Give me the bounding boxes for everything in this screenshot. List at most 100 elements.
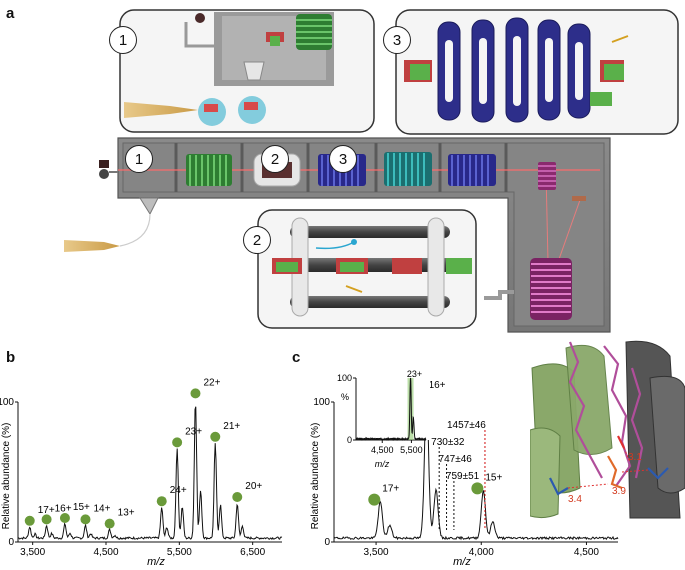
i-y-tick-label: 100 [337, 373, 352, 383]
b-x-tick-label: 3,500 [20, 547, 45, 558]
b-axes: 3,500 4,500 5,500 6,500 0 100 [0, 397, 282, 558]
c-charge-state-label: 16+ [429, 380, 446, 391]
mass-spectrum-c: 3,500 4,000 4,500 0 100 1457±46 730±32 747±46 7… [310, 370, 619, 568]
i-y-tick-label: 0 [347, 435, 352, 445]
b-protein-glyph [156, 496, 167, 507]
step-marker-3: 3 [329, 145, 357, 173]
c-annotations: 1457±46 730±32 747±46 759±51 [431, 420, 486, 530]
c-y-tick-label: 0 [324, 537, 330, 548]
c-x-tick-label: 4,000 [469, 547, 494, 558]
inset-axes: 4,500 5,500 0 100 [337, 373, 426, 455]
b-x-tick-label: 5,500 [167, 547, 192, 558]
b-y-tick-label: 100 [0, 397, 14, 408]
b-peak-marker [172, 437, 183, 448]
b-charge-state-label: 23+ [185, 426, 202, 437]
b-peak-marker [24, 515, 35, 526]
b-protein-glyph [24, 515, 35, 526]
b-spectrum-trace [17, 406, 283, 541]
step-marker-2-callout: 2 [243, 226, 271, 254]
b-protein-glyph [41, 514, 52, 525]
b-peak-marker [232, 492, 243, 502]
teal-ion-guide [384, 152, 432, 186]
b-peak-labels: 17+16+15+14+ 13+ 24+ 23+ 22+ 21+ 20+ [24, 377, 262, 529]
magenta-detector-stack [530, 258, 572, 320]
c-charge-state-label: 15+ [485, 472, 502, 483]
b-protein-glyph [190, 388, 201, 399]
b-protein-glyph [210, 431, 221, 442]
c-y-axis-label: Relative abundance (%) [310, 423, 321, 530]
b-peak-marker [210, 431, 221, 442]
b-charge-state-label: 21+ [223, 421, 240, 432]
b-x-tick-label: 4,500 [93, 547, 118, 558]
c-inset-spectrum: 4,500 5,500 0 100 23+ % m/z [337, 370, 430, 469]
b-x-axis-label: m/z [147, 556, 165, 568]
c-spectrum-trace [333, 401, 619, 541]
green-ion-guide [186, 154, 232, 186]
i-x-tick-label: 5,500 [400, 445, 423, 455]
distance-label-1: 3.4 [568, 494, 582, 505]
b-protein-glyph [232, 492, 243, 502]
c-y-tick-label: 100 [313, 397, 330, 408]
distance-label-3: 3.1 [628, 452, 642, 463]
c-mass-annotation: 759±51 [446, 471, 480, 482]
callout-ion-activation [257, 209, 477, 329]
panel-label-b: b [6, 349, 16, 366]
b-protein-glyph [172, 437, 183, 448]
b-charge-state-label: 16+ [55, 503, 72, 514]
blue-ion-guide-2 [448, 154, 496, 186]
mass-spectrum-b: 3,500 4,500 5,500 6,500 0 100 17+16+15+14+ 13+… [0, 377, 283, 568]
c-x-axis-label: m/z [453, 556, 471, 568]
step-marker-2: 2 [261, 145, 289, 173]
panel-label-a: a [6, 5, 15, 22]
inset-selection-band [407, 378, 414, 440]
c-protein-glyph [471, 482, 484, 495]
b-charge-state-label: 15+ [73, 502, 90, 513]
protein-structure: 3.4 3.9 3.1 [530, 338, 685, 520]
step-marker-1: 1 [125, 145, 153, 173]
b-charge-state-label: 13+ [118, 508, 135, 519]
nano-esi-source [64, 160, 159, 252]
c-protein-glyph [368, 493, 381, 506]
b-protein-glyph [104, 518, 115, 529]
i-x-tick-label: 4,500 [371, 445, 394, 455]
b-y-axis-label: Relative abundance (%) [1, 423, 12, 530]
b-peak-marker [80, 514, 91, 525]
b-peak-marker [59, 513, 70, 523]
c-x-tick-label: 4,500 [574, 547, 599, 558]
b-peak-marker [41, 514, 52, 525]
instrument-schematic [64, 9, 679, 333]
b-charge-state-label: 22+ [203, 377, 220, 388]
inset-peak-label: 23+ [407, 370, 422, 379]
c-x-tick-label: 3,500 [364, 547, 389, 558]
b-protein-glyph [59, 513, 70, 523]
step-marker-1-callout: 1 [109, 26, 137, 54]
b-charge-state-label: 17+ [38, 505, 55, 516]
c-mass-annotation: 1457±46 [447, 420, 486, 431]
callout-sample-loading [119, 9, 375, 133]
b-y-tick-label: 0 [8, 537, 14, 548]
b-protein-glyph [80, 514, 91, 525]
c-charge-state-label: 17+ [382, 484, 399, 495]
panel-label-c: c [292, 349, 301, 366]
callout-mobility-cell [395, 9, 679, 135]
b-peak-marker [190, 388, 201, 399]
inset-spectrum-trace [355, 377, 427, 442]
inset-y-axis-label: % [341, 392, 349, 402]
distance-label-2: 3.9 [612, 486, 626, 497]
c-mass-annotation: 730±32 [431, 437, 465, 448]
hbond-lines [567, 447, 649, 489]
small-magenta-lens [538, 162, 556, 190]
b-charge-state-label: 20+ [245, 481, 262, 492]
b-peak-marker [156, 496, 167, 507]
b-charge-state-label: 14+ [93, 503, 110, 514]
lipid-chains [568, 341, 644, 487]
c-mass-annotation: 747±46 [439, 454, 473, 465]
residues [549, 435, 669, 496]
b-charge-state-label: 24+ [170, 485, 187, 496]
c-axes: 3,500 4,000 4,500 0 100 [313, 397, 618, 558]
grey-helices [625, 340, 685, 519]
b-peak-marker [104, 518, 115, 529]
b-x-tick-label: 6,500 [240, 547, 265, 558]
step-marker-3-callout: 3 [383, 26, 411, 54]
inset-x-axis-label: m/z [375, 459, 390, 469]
